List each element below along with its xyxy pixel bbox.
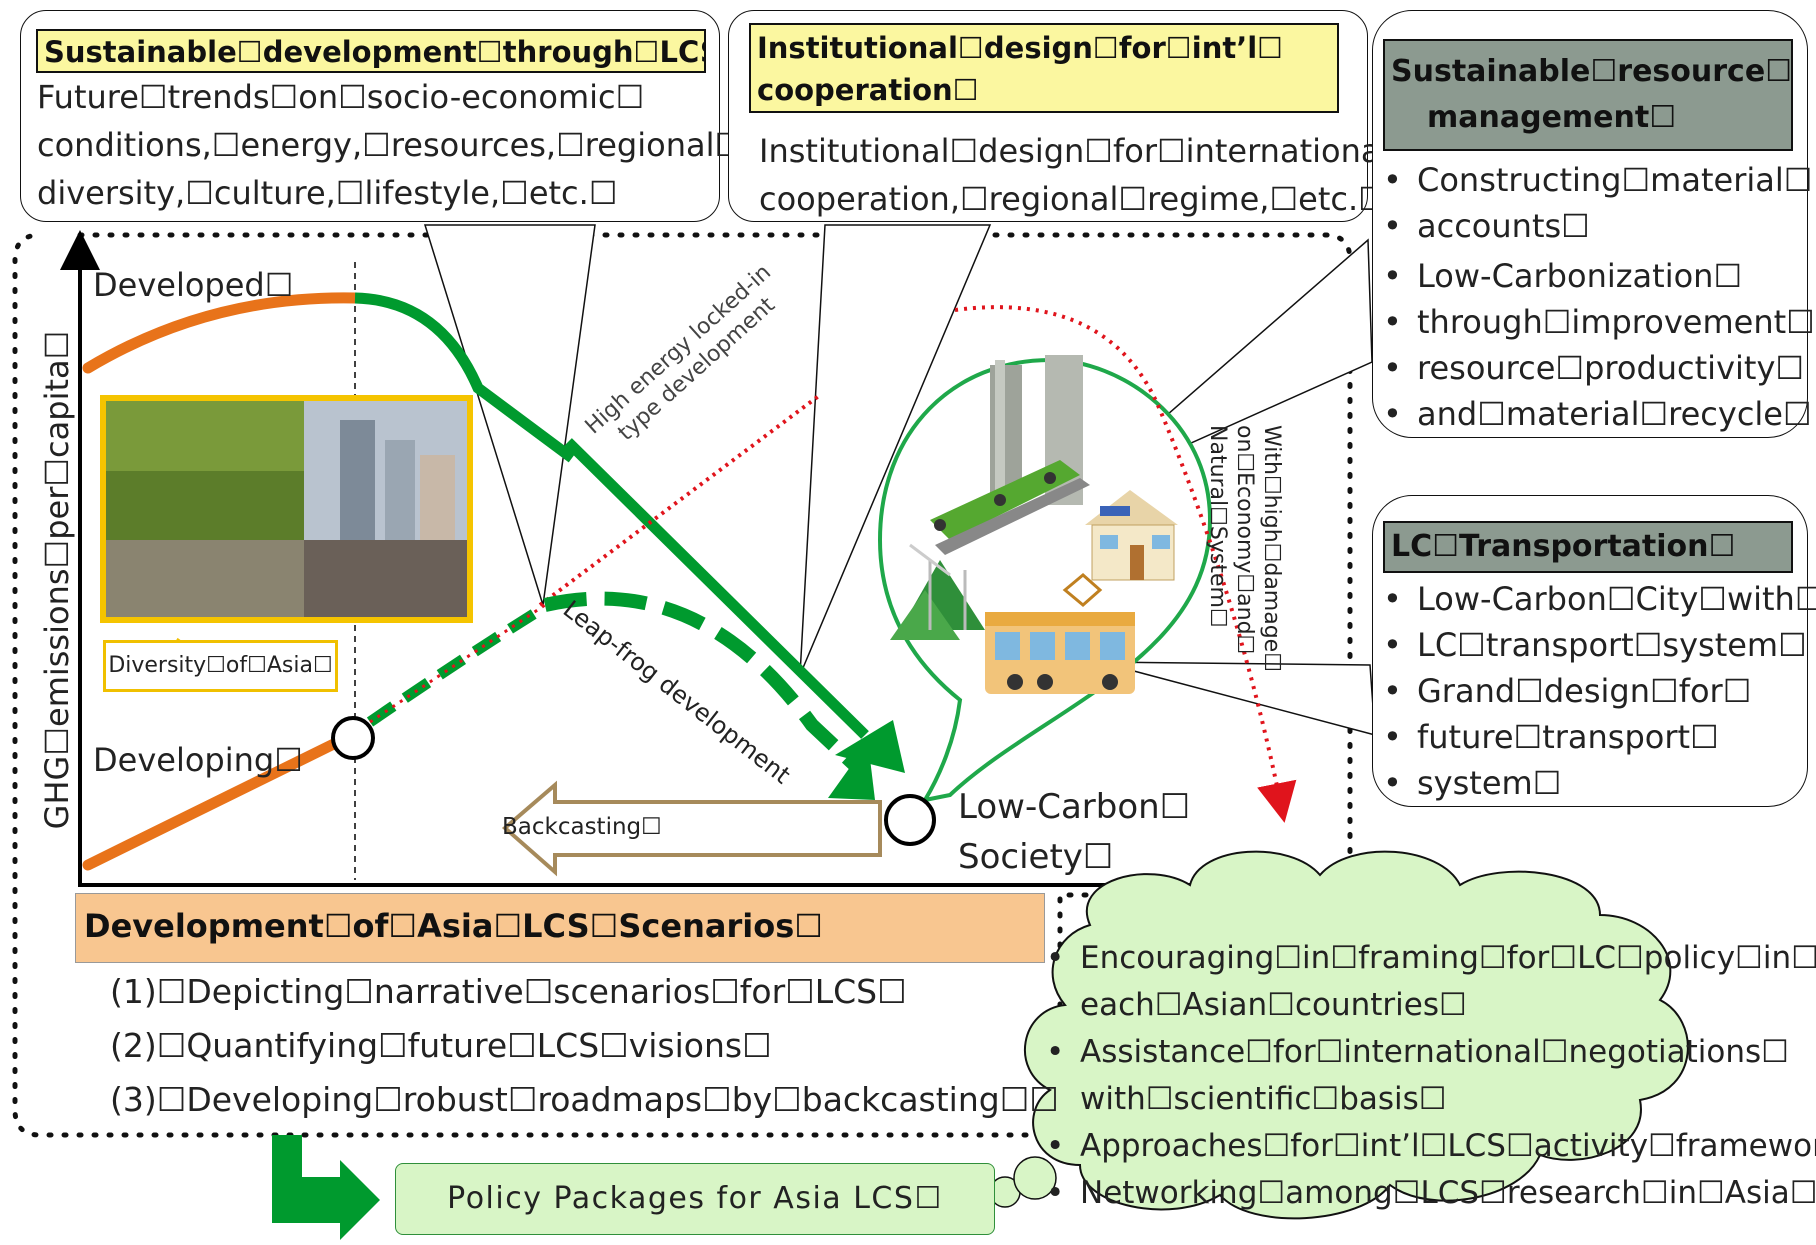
backcasting-label: Backcasting☐ bbox=[502, 814, 662, 840]
sustainable-dev-line-2: conditions,☐energy,☐resources,☐regional☐ bbox=[37, 126, 744, 164]
transport-bullet-1-line-1: Low-Carbon☐City☐with☐ bbox=[1373, 576, 1816, 622]
callout-institutional bbox=[799, 224, 992, 676]
institutional-title: Institutional☐design☐for☐int’l☐ cooperat… bbox=[749, 23, 1339, 113]
transport-bullet-2-line-1: Grand☐design☐for☐ bbox=[1373, 668, 1803, 714]
developing-orange-line bbox=[82, 729, 358, 871]
resource-bullet-1-line-1: Constructing☐material☐ bbox=[1373, 157, 1812, 203]
high-energy-arrow-line bbox=[564, 438, 869, 739]
callout-transport bbox=[1099, 661, 1376, 736]
developed-green-curve bbox=[354, 292, 576, 463]
damage-label-line-1: With☐high☐damage☐ bbox=[1259, 425, 1284, 672]
institutional-box: Institutional☐design☐for☐int’l☐ cooperat… bbox=[728, 10, 1418, 222]
sustainable-dev-line-3: diversity,☐culture,☐lifestyle,☐etc.☐ bbox=[37, 174, 618, 212]
resource-box: Sustainable☐resource☐ management☐ Constr… bbox=[1372, 10, 1815, 438]
asia-photo-collage bbox=[100, 395, 473, 623]
damage-label-line-3: Natural☐System☐ bbox=[1205, 425, 1230, 628]
resource-bullet-2-line-4: and☐material☐recycle☐ bbox=[1373, 391, 1812, 437]
damage-label: With☐high☐damage☐ on☐Economy☐and☐ Natura… bbox=[1204, 425, 1285, 672]
resource-bullet-2-line-2: through☐improvement☐ bbox=[1373, 299, 1815, 345]
tram-illustration bbox=[985, 573, 1135, 694]
developed-label: Developed☐ bbox=[93, 266, 294, 304]
resource-title-line-1: Sustainable☐resource☐ bbox=[1391, 54, 1793, 89]
institutional-line-2: cooperation,☐regional☐regime,☐etc.☐ bbox=[759, 180, 1387, 218]
high-energy-red-dotted bbox=[538, 393, 822, 607]
scenario-item-1: (1)☐Depicting☐narrative☐scenarios☐for☐LC… bbox=[110, 972, 907, 1011]
developing-node bbox=[331, 716, 375, 760]
cloud-item-2-line-1: Assistance☐for☐international☐negotiation… bbox=[1040, 1029, 1816, 1076]
policy-packages-box: Policy Packages for Asia LCS☐ bbox=[395, 1163, 995, 1235]
scenarios-title: Development☐of☐Asia☐LCS☐Scenarios☐ bbox=[75, 893, 1045, 963]
transport-bullet-2-line-3: system☐ bbox=[1373, 760, 1803, 806]
sustainable-dev-title: Sustainable☐development☐through☐LCS☐ bbox=[36, 29, 706, 73]
diversity-label: Diversity☐of☐Asia☐ bbox=[103, 640, 338, 692]
resource-bullet-1: Constructing☐material☐ accounts☐ bbox=[1373, 157, 1812, 249]
resource-title: Sustainable☐resource☐ management☐ bbox=[1383, 39, 1793, 151]
cloud-item-2-line-2: with☐scientific☐basis☐ bbox=[1080, 1081, 1447, 1117]
institutional-title-line-2: cooperation☐ bbox=[757, 73, 979, 107]
developing-label: Developing☐ bbox=[93, 741, 303, 779]
lcs-node bbox=[884, 794, 936, 846]
cloud-item-4: Networking☐among☐LCS☐research☐in☐Asia☐ bbox=[1040, 1170, 1816, 1217]
resource-bullet-2: Low-Carbonization☐ through☐improvement☐ … bbox=[1373, 253, 1815, 437]
city-illustration bbox=[930, 355, 1090, 555]
transport-bullet-2: Grand☐design☐for☐ future☐transport☐ syst… bbox=[1373, 668, 1803, 806]
house-illustration bbox=[1085, 490, 1178, 581]
institutional-line-1: Institutional☐design☐for☐international☐ bbox=[759, 132, 1419, 170]
cloud-item-3: Approaches☐for☐int’l☐LCS☐activity☐framew… bbox=[1040, 1123, 1816, 1170]
windmill-illustration bbox=[890, 543, 985, 640]
sustainable-dev-box: Sustainable☐development☐through☐LCS☐ Fut… bbox=[20, 10, 743, 222]
backcasting-arrow bbox=[501, 780, 882, 877]
lcs-label: Low-Carbon☐ Society☐ bbox=[958, 782, 1190, 882]
resource-bullet-2-line-3: resource☐productivity☐ bbox=[1373, 345, 1804, 391]
institutional-title-line-1: Institutional☐design☐for☐int’l☐ bbox=[757, 31, 1284, 65]
transport-bullet-1-line-2: LC☐transport☐system☐ bbox=[1373, 622, 1807, 668]
cloud-item-1-line-1: Encouraging☐in☐framing☐for☐LC☐policy☐in☐ bbox=[1040, 935, 1816, 982]
scenario-item-2: (2)☐Quantifying☐future☐LCS☐visions☐ bbox=[110, 1026, 772, 1065]
resource-bullet-1-line-2: accounts☐ bbox=[1373, 203, 1803, 249]
transport-bullet-1: Low-Carbon☐City☐with☐ LC☐transport☐syste… bbox=[1373, 576, 1816, 668]
transport-bullet-2-line-2: future☐transport☐ bbox=[1373, 714, 1803, 760]
transport-box: LC☐Transportation☐ Low-Carbon☐City☐with☐… bbox=[1372, 495, 1816, 807]
scenario-item-3: (3)☐Developing☐robust☐roadmaps☐by☐backca… bbox=[110, 1080, 1059, 1119]
leap-frog-arrowhead bbox=[828, 742, 875, 800]
y-axis-label: GHG☐emissions☐per☐capita☐ bbox=[38, 330, 76, 830]
resource-bullet-2-line-1: Low-Carbonization☐ bbox=[1373, 253, 1803, 299]
policy-bent-arrow bbox=[272, 1135, 380, 1240]
leap-frog-curve bbox=[543, 591, 865, 776]
damage-label-line-2: on☐Economy☐and☐ bbox=[1232, 425, 1257, 655]
cloud-item-1-line-2: each☐Asian☐countries☐ bbox=[1080, 987, 1467, 1023]
lcs-label-line-2: Society☐ bbox=[958, 837, 1114, 877]
cloud-bullets: Encouraging☐in☐framing☐for☐LC☐policy☐in☐… bbox=[1040, 935, 1816, 1217]
lcs-label-line-1: Low-Carbon☐ bbox=[958, 787, 1191, 827]
developed-orange-curve bbox=[82, 292, 361, 374]
sustainable-dev-line-1: Future☐trends☐on☐socio-economic☐ bbox=[37, 78, 645, 116]
dotted-region-border bbox=[12, 232, 1353, 1138]
high-energy-arrowhead bbox=[835, 720, 905, 773]
transport-title: LC☐Transportation☐ bbox=[1383, 521, 1793, 573]
resource-title-line-2: management☐ bbox=[1427, 100, 1677, 135]
